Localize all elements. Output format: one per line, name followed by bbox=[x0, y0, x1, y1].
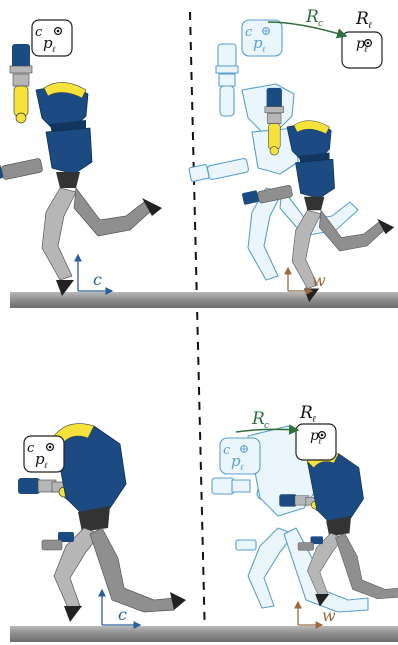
contact-frame: c bbox=[78, 255, 112, 291]
rotation-label-ghost: R bbox=[251, 409, 265, 429]
ghost-camera-box: c p ℓ bbox=[220, 438, 260, 474]
frame-label: c bbox=[118, 605, 127, 624]
rotation-label-ghost: R bbox=[305, 7, 319, 27]
panel-top-left: c p ℓ c bbox=[0, 20, 162, 296]
frame-label: w bbox=[312, 271, 326, 290]
rotation-label-robot-sub: ℓ bbox=[368, 21, 372, 31]
rotation-label-robot: R bbox=[299, 403, 313, 423]
rotation-label-robot-sub: ℓ bbox=[312, 415, 316, 425]
camera-point-box: c p ℓ bbox=[32, 20, 72, 56]
vertical-divider bbox=[190, 12, 205, 640]
point-sup: c bbox=[27, 441, 35, 456]
robot-camera-box: p ℓ bbox=[342, 32, 382, 68]
panel-top-right: c p ℓ p ℓ R c R ℓ w bbox=[189, 7, 394, 302]
ground-top bbox=[10, 292, 398, 308]
point-sup: c bbox=[35, 25, 43, 40]
frame-label: w bbox=[322, 606, 336, 625]
ghost-point-sup: c bbox=[223, 443, 231, 458]
panel-bottom-left: c p ℓ c bbox=[18, 424, 186, 625]
rotation-label-ghost-sub: c bbox=[318, 19, 323, 29]
camera-point-box: c p ℓ bbox=[24, 436, 64, 472]
panel-bottom-right: c p ℓ p ℓ R c R ℓ w bbox=[212, 403, 398, 625]
ghost-camera-box: c p ℓ bbox=[242, 20, 282, 56]
robot-solid bbox=[0, 44, 162, 296]
robot-camera-box: p ℓ bbox=[296, 424, 336, 460]
rotation-label-ghost-sub: c bbox=[264, 421, 269, 431]
ground-bottom bbox=[10, 626, 398, 642]
ghost-point-sup: c bbox=[245, 25, 253, 40]
world-frame: w bbox=[298, 602, 336, 625]
rotation-label-robot: R bbox=[355, 9, 369, 29]
frame-label: c bbox=[93, 270, 102, 289]
